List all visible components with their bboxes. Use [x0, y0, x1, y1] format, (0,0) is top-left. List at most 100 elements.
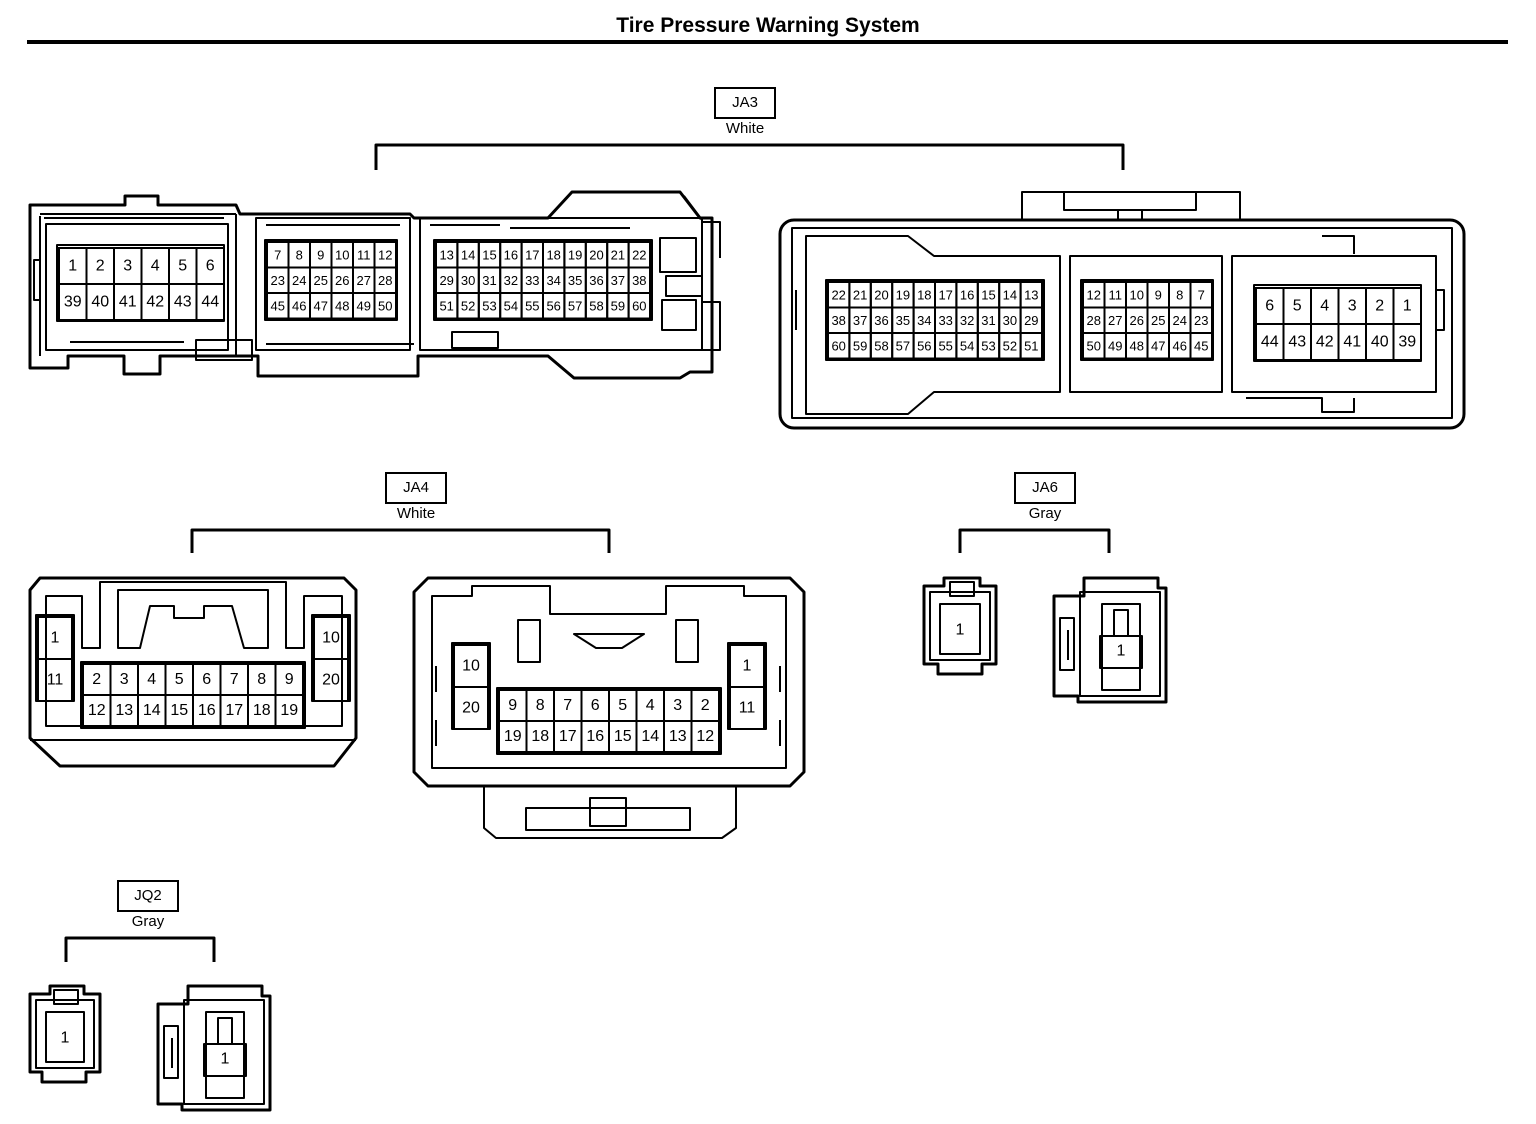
- pin-number: 6: [1265, 298, 1274, 315]
- ja3-left-pin-9: 9: [309, 241, 333, 269]
- pin-number: 27: [357, 273, 371, 288]
- pin-number: 35: [896, 313, 910, 328]
- pin-number: 59: [611, 298, 625, 313]
- ja3-left-pin-19: 19: [563, 241, 587, 269]
- ja3-right-pin-45: 45: [1189, 332, 1213, 360]
- pin-number: 11: [357, 247, 371, 262]
- ja3-right-pin-31: 31: [976, 306, 1001, 334]
- pin-number: 52: [1003, 338, 1017, 353]
- pin-number: 16: [198, 702, 216, 719]
- pin-number: 13: [439, 247, 453, 262]
- pin-number: 26: [1130, 313, 1144, 328]
- ja4-right-pin-2: 2: [690, 689, 720, 722]
- ja4-right-pin-16: 16: [580, 720, 610, 753]
- ja3-left-pin-43: 43: [168, 283, 198, 321]
- ja3-left-pin-60: 60: [627, 292, 651, 320]
- ja4-left-pin-4: 4: [137, 663, 167, 696]
- ja3-left-pin-4: 4: [140, 247, 170, 285]
- ja4-right-pin-15: 15: [608, 720, 638, 753]
- ja3-left-pin-27: 27: [352, 266, 376, 294]
- pin-number: 42: [146, 294, 164, 311]
- pin-number: 15: [981, 287, 995, 302]
- ja3-left-pin-10: 10: [330, 241, 354, 269]
- ja3-right-pin-37: 37: [848, 306, 872, 334]
- ja3-right-pin-59: 59: [848, 332, 872, 360]
- ja3-right-pin-24: 24: [1168, 306, 1192, 334]
- jq2-color: Gray: [131, 913, 165, 930]
- ja3-left-pin-24: 24: [287, 266, 311, 294]
- pin-number: 22: [831, 287, 845, 302]
- ja4-right-pin-14: 14: [635, 720, 665, 753]
- pin-number: 7: [230, 671, 239, 688]
- ja3-right-pin-36: 36: [869, 306, 894, 334]
- ja3-right-pin-39: 39: [1392, 323, 1422, 361]
- ja3-right-pin-5: 5: [1282, 287, 1312, 325]
- pin-number: 41: [119, 294, 137, 311]
- ja3-left-pin-26: 26: [330, 266, 354, 294]
- jq2-code-box: JQ2: [117, 880, 179, 912]
- ja3-left-pin-15: 15: [477, 241, 502, 269]
- ja3-left-pin-2: 2: [85, 247, 115, 285]
- ja3-left-pin-6: 6: [195, 247, 225, 285]
- pin-number: 14: [641, 728, 659, 745]
- ja4-left-pin-19: 19: [274, 694, 304, 727]
- pin-number: 16: [960, 287, 974, 302]
- pin-number: 13: [1024, 287, 1038, 302]
- ja3-right-pin-58: 58: [869, 332, 894, 360]
- pin-number: 2: [1375, 298, 1384, 315]
- ja3-right-pin-33: 33: [934, 306, 958, 334]
- pin-number: 17: [559, 728, 577, 745]
- ja3-right-pin-23: 23: [1189, 306, 1213, 334]
- ja3-right-pin-13: 13: [1019, 281, 1043, 309]
- pin-number: 18: [531, 728, 549, 745]
- pin-number: 32: [504, 273, 518, 288]
- ja4-right-pin-7: 7: [553, 689, 583, 722]
- pin-number: 4: [1320, 298, 1329, 315]
- ja4-label: JA4 White: [385, 472, 447, 522]
- ja3-code-box: JA3: [714, 87, 776, 119]
- ja3-left-pin-50: 50: [373, 292, 397, 320]
- pin-number: 9: [285, 671, 294, 688]
- pin-number: 15: [482, 247, 496, 262]
- ja3-left-pin-22: 22: [627, 241, 651, 269]
- pin-number: 5: [175, 671, 184, 688]
- pin-number: 12: [88, 702, 106, 719]
- ja3-left-pin-33: 33: [520, 266, 544, 294]
- ja3-left-pin-25: 25: [309, 266, 333, 294]
- pin-number: 39: [1398, 334, 1416, 351]
- ja3-right-pin-21: 21: [848, 281, 872, 309]
- pin-number: 37: [611, 273, 625, 288]
- pin-number: 6: [591, 697, 600, 714]
- pin-number: 19: [896, 287, 910, 302]
- pin-number: 3: [120, 671, 129, 688]
- pin-number: 48: [1130, 338, 1144, 353]
- ja6-left-housing: [922, 576, 998, 676]
- pin-number: 17: [225, 702, 243, 719]
- ja3-left-pin-49: 49: [352, 292, 376, 320]
- pin-number: 3: [1348, 298, 1357, 315]
- pin-number: 11: [1109, 287, 1123, 302]
- ja3-left-pin-55: 55: [520, 292, 544, 320]
- pin-number: 36: [589, 273, 603, 288]
- ja4-left-pin-1: 1: [37, 616, 73, 660]
- ja4-right-housing: [412, 576, 806, 839]
- ja3-right-pin-27: 27: [1103, 306, 1127, 334]
- pin-number: 45: [1194, 338, 1208, 353]
- ja4-right-pin-8: 8: [525, 689, 555, 722]
- pin-number: 51: [1024, 338, 1038, 353]
- pin-number: 29: [439, 273, 453, 288]
- pin-number: 9: [317, 247, 324, 262]
- ja4-left-pin-13: 13: [109, 694, 139, 727]
- ja3-right-pin-22: 22: [827, 281, 851, 309]
- ja4-right-pin-19: 19: [498, 720, 528, 753]
- pin-number: 20: [874, 287, 888, 302]
- pin-number: 18: [546, 247, 560, 262]
- ja3-left-pin-36: 36: [584, 266, 609, 294]
- ja3-left-pin-57: 57: [563, 292, 587, 320]
- ja3-right-pin-8: 8: [1168, 281, 1192, 309]
- ja3-right-pin-47: 47: [1146, 332, 1170, 360]
- ja4-color: White: [396, 505, 436, 522]
- ja4-left-housing: [28, 576, 358, 768]
- pin-number: 52: [461, 298, 475, 313]
- pin-number: 59: [853, 338, 867, 353]
